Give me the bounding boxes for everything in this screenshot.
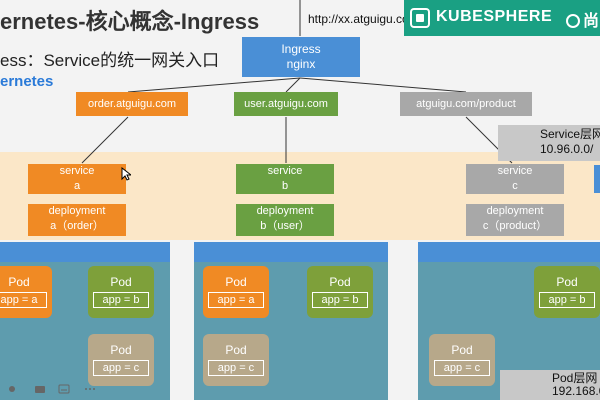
pod-tag: app = a (208, 292, 264, 308)
deployment-b-name: b（user） (260, 220, 310, 232)
pod-tag: app = b (539, 292, 595, 308)
pod-app-b: Pod app = b (88, 266, 154, 318)
pod-tag: app = c (434, 360, 490, 376)
pod-label: Pod (556, 275, 578, 289)
route-order: order.atguigu.com (76, 92, 188, 116)
kubernetes-label: ernetes (0, 73, 54, 90)
deployment-a-name: a（order） (50, 220, 104, 232)
pod-app-a: Pod app = a (203, 266, 269, 318)
more-options-icon[interactable] (84, 384, 96, 394)
laser-pointer-icon[interactable] (6, 384, 18, 394)
service-c-name: c (512, 180, 518, 192)
deployment-c-name: c（product） (482, 220, 548, 232)
deployment-c-label: deployment (486, 205, 544, 217)
pod-label: Pod (8, 275, 30, 289)
pod-app-b: Pod app = b (534, 266, 600, 318)
pod-app-a: Pod app = a (0, 266, 52, 318)
banner-right-label: 尚 (583, 13, 600, 30)
deployment-a: deployment a（order） (28, 204, 126, 236)
node-1-header (0, 242, 170, 262)
service-a-label: service (59, 165, 95, 177)
service-b-name: b (281, 180, 289, 192)
pod-tag: app = b (93, 292, 149, 308)
route-user: user.atguigu.com (234, 92, 338, 116)
node-1: Pod app = a Pod app = b Pod app = c (0, 242, 170, 400)
ingress-title: Ingress (281, 42, 321, 56)
service-layer-title: Service层网 (540, 127, 600, 141)
route-product: atguigu.com/product (400, 92, 532, 116)
deployment-c: deployment c（product） (466, 204, 564, 236)
node-3-header (418, 242, 600, 262)
pod-label: Pod (451, 343, 473, 357)
pod-app-c: Pod app = c (203, 334, 269, 386)
service-b: service b (236, 164, 334, 194)
ingress-subtitle: nginx (286, 57, 316, 71)
service-b-label: service (267, 165, 303, 177)
page-title: ernetes-核心概念-Ingress (0, 9, 260, 34)
kubesphere-logo-icon (410, 8, 430, 28)
ingress-to-route-b-line (285, 77, 301, 93)
url-label: http://xx.atguigu.com (308, 12, 419, 26)
service-layer-label: Service层网 10.96.0.0/ (498, 125, 600, 161)
ingress-box: Ingress nginx (242, 37, 360, 77)
pod-app-b: Pod app = b (307, 266, 373, 318)
pod-label: Pod (329, 275, 351, 289)
ingress-to-route-a-line (127, 77, 301, 93)
service-a: service a (28, 164, 126, 194)
ingress-to-route-c-line (299, 77, 467, 93)
node-2: Pod app = a Pod app = b Pod app = c (194, 242, 388, 400)
page-subtitle: ess：Service的统一网关入口 (0, 51, 220, 70)
service-layer-cidr: 10.96.0.0/ (540, 142, 594, 156)
pod-label: Pod (225, 275, 247, 289)
service-a-name: a (73, 180, 81, 192)
edge-blue-box (594, 165, 600, 193)
deployment-b-label: deployment (256, 205, 314, 217)
kubesphere-banner: KUBESPHERE 尚 (404, 0, 600, 36)
pod-label: Pod (110, 343, 132, 357)
pod-layer-label: Pod层网 192.168.0. (500, 370, 600, 400)
kubesphere-brand: KUBESPHERE (436, 8, 553, 25)
pod-app-c: Pod app = c (88, 334, 154, 386)
pod-tag: app = c (208, 360, 264, 376)
pod-tag: app = b (312, 292, 368, 308)
service-c: service c (466, 164, 564, 194)
camera-icon[interactable] (34, 384, 46, 394)
subtitle-icon[interactable] (58, 384, 70, 394)
mouse-cursor-icon (121, 167, 131, 181)
atguigu-logo-icon (566, 14, 580, 28)
route-a-to-service-line (81, 116, 129, 164)
pod-layer-title: Pod层网 (552, 371, 598, 385)
node-2-header (194, 242, 388, 262)
pod-label: Pod (110, 275, 132, 289)
pod-layer-cidr: 192.168.0. (552, 384, 600, 398)
pod-label: Pod (225, 343, 247, 357)
pod-tag: app = a (0, 292, 47, 308)
deployment-b: deployment b（user） (236, 204, 334, 236)
pod-app-c: Pod app = c (429, 334, 495, 386)
banner-right-text: 尚 (566, 7, 599, 31)
deployment-a-label: deployment (48, 205, 106, 217)
pod-tag: app = c (93, 360, 149, 376)
service-c-label: service (497, 165, 533, 177)
